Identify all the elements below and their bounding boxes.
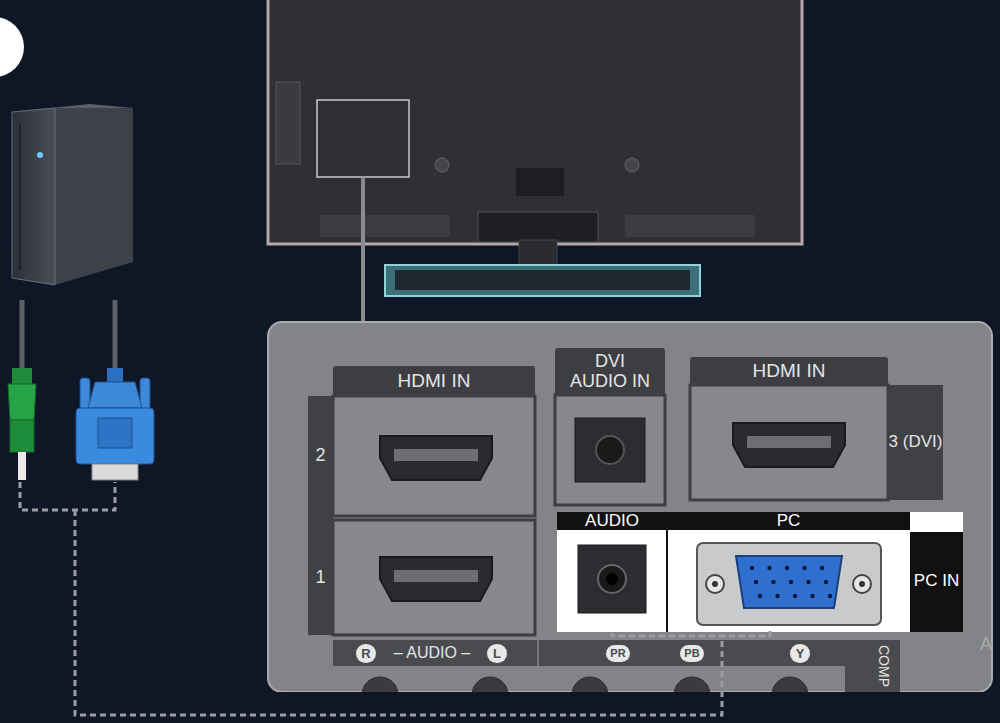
port-label: DVI AUDIO IN: [567, 348, 653, 396]
port-label: PC IN: [910, 530, 963, 632]
port-label: AUDIO: [557, 512, 667, 530]
cable-path: [20, 482, 770, 715]
vga-port: [697, 543, 881, 625]
port-label: 1: [308, 520, 333, 635]
vga-port-box: PC: [667, 512, 910, 632]
circled-label: R: [356, 644, 376, 663]
connection-panel: [268, 322, 992, 692]
hdmi-port-box: 2: [308, 396, 535, 516]
pc-tower: [12, 104, 133, 285]
pc-in-band: PC IN AUDIOPC: [557, 512, 963, 632]
vertical-label: COMP: [877, 645, 891, 687]
circled-label: L: [487, 644, 507, 663]
vga-plug: [76, 368, 154, 480]
audio-plug: [8, 368, 36, 480]
hdmi-port: [380, 436, 492, 601]
dvi-audio-box: DVI AUDIO IN: [555, 348, 665, 505]
hdmi-port-box: 1: [308, 520, 535, 635]
hdmi-group: HDMI IN21: [308, 366, 535, 635]
tv-back: [268, 0, 802, 322]
circled-label: PR: [606, 645, 629, 662]
port-label: HDMI IN: [690, 357, 888, 385]
port-label: PC: [667, 512, 910, 530]
circled-label: Y: [790, 644, 810, 663]
hdmi-port-box: HDMI IN3 (DVI): [690, 357, 943, 500]
panel-label: – AUDIO –: [394, 645, 470, 661]
port-label: 3 (DVI): [888, 385, 943, 500]
port-label: 2: [308, 396, 333, 516]
circled-label: PB: [680, 645, 703, 662]
audio-port-box: AUDIO: [557, 512, 667, 632]
step-circle: [0, 17, 24, 77]
panel-label: A: [980, 635, 992, 653]
port-label: HDMI IN: [333, 366, 535, 396]
